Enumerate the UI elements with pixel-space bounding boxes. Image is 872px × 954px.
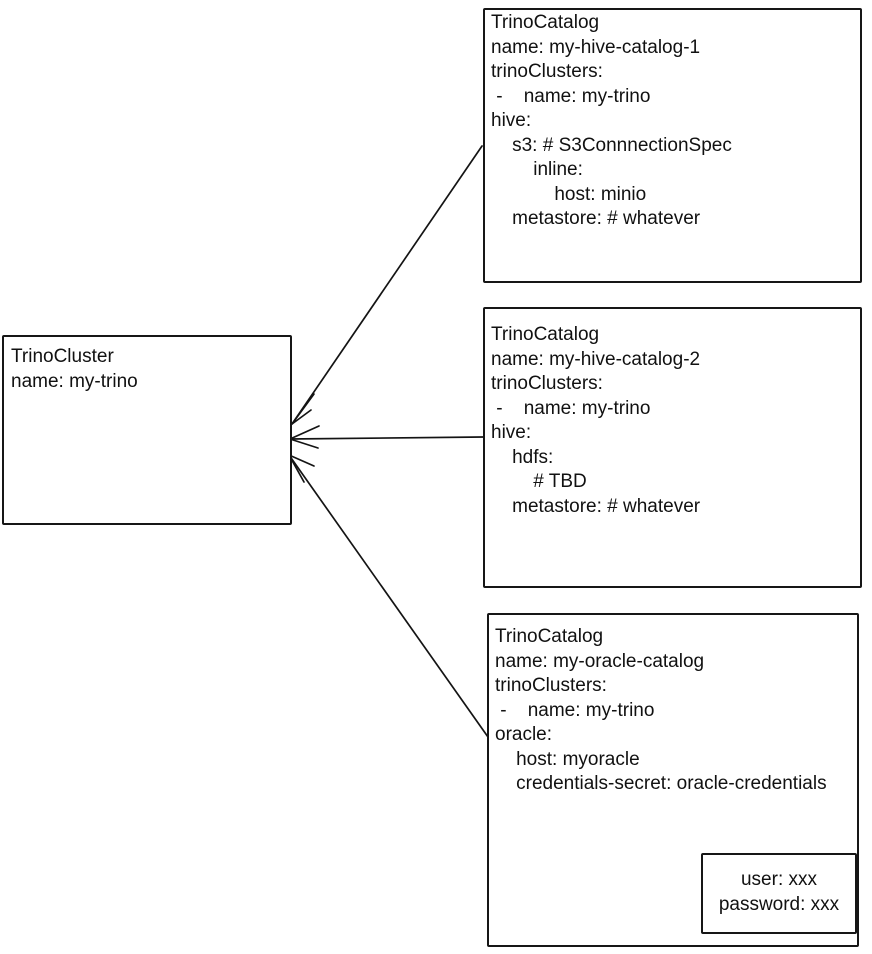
trino-catalog-2-box: TrinoCatalog name: my-hive-catalog-2 trino… — [483, 307, 862, 588]
text-line: trinoClusters: — [495, 675, 607, 696]
connector-catalog1-arrowhead-icon — [291, 393, 315, 425]
text-line: hdfs: — [491, 446, 554, 468]
connector-catalog2-line — [289, 436, 484, 440]
text-line: name: my-oracle-catalog — [495, 650, 705, 672]
connector-catalog2-arrowhead-icon — [289, 425, 320, 449]
text-line: - name: my-trino — [495, 699, 655, 721]
text-line: trinoClusters: — [491, 373, 603, 394]
text-line: hive: — [491, 422, 532, 443]
trino-cluster-box: TrinoCluster name: my-trino — [2, 335, 292, 525]
text-line: TrinoCluster — [11, 346, 114, 367]
text-line: TrinoCatalog — [491, 12, 600, 33]
text-line: name: my-trino — [11, 370, 138, 392]
text-line: host: myoracle — [495, 748, 640, 770]
text-line: TrinoCatalog — [495, 626, 604, 647]
text-line: name: my-hive-catalog-2 — [491, 348, 701, 370]
text-line: - name: my-trino — [491, 85, 651, 107]
text-line: credentials-secret: oracle-credentials — [495, 773, 827, 794]
text-line: s3: # S3ConnnectionSpec — [491, 134, 732, 156]
text-line: TrinoCatalog — [491, 324, 600, 345]
connector-catalog1-line — [291, 145, 483, 425]
text-line: - name: my-trino — [491, 397, 651, 419]
connector-catalog3-line — [288, 454, 489, 738]
trino-catalog-1-box: TrinoCatalog name: my-hive-catalog-1 trino… — [483, 8, 862, 283]
connector-catalog3-arrowhead-icon — [288, 454, 315, 483]
text-line: oracle: — [495, 724, 553, 745]
text-line: inline: — [491, 159, 583, 180]
text-line: trinoClusters: — [491, 61, 603, 82]
text-line: metastore: # whatever — [491, 208, 701, 229]
text-line: # TBD — [491, 471, 587, 492]
text-line: password: xxx — [718, 893, 840, 915]
text-line: host: minio — [491, 183, 647, 205]
text-line: metastore: # whatever — [491, 495, 701, 517]
credentials-box: user: xxx password: xxx — [701, 853, 857, 934]
text-line: name: my-hive-catalog-1 — [491, 36, 701, 58]
text-line: hive: — [491, 110, 532, 131]
text-line: user: xxx — [740, 869, 818, 890]
